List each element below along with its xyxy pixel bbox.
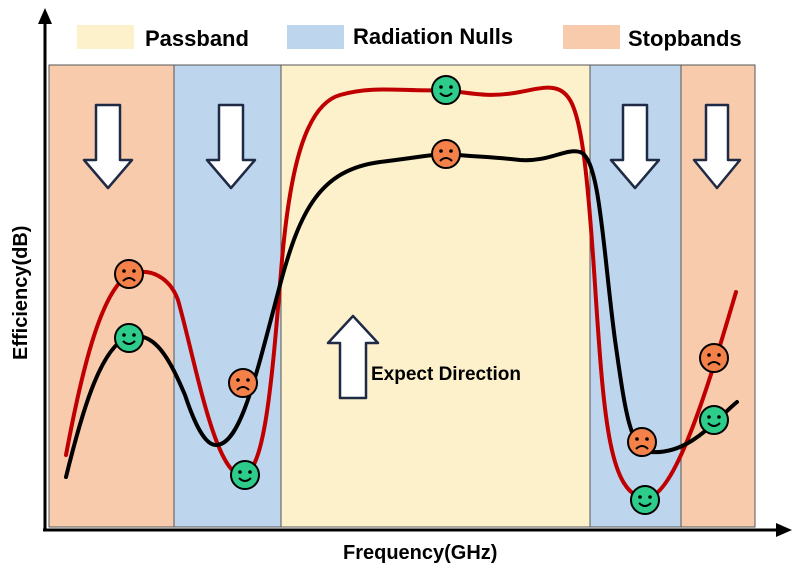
happy-face-icon xyxy=(114,323,144,353)
down-arrow-icon xyxy=(692,103,742,190)
passband-region xyxy=(280,64,591,528)
happy-face-icon xyxy=(230,460,260,490)
legend-label-passband: Passband xyxy=(145,26,249,51)
legend-swatch-stopbands xyxy=(563,25,620,49)
expect-direction-label: Expect Direction xyxy=(371,364,521,385)
black-efficiency-curve xyxy=(64,149,739,479)
sad-face-icon xyxy=(228,368,258,398)
x-axis-arrowhead xyxy=(776,523,792,537)
sad-face-icon xyxy=(431,139,461,169)
down-arrow-icon xyxy=(205,103,257,190)
happy-face-icon xyxy=(431,75,461,105)
happy-face-icon xyxy=(699,405,729,435)
sad-face-icon xyxy=(627,427,657,457)
up-arrow-icon xyxy=(326,314,380,400)
down-arrows xyxy=(82,103,742,190)
y-axis-label: Efficiency(dB) xyxy=(10,226,32,360)
down-arrow-icon xyxy=(609,103,661,190)
happy-face-icon xyxy=(630,485,660,515)
legend-label-nulls: Radiation Nulls xyxy=(353,24,513,49)
sad-face-icon xyxy=(114,259,144,289)
x-axis-label: Frequency(GHz) xyxy=(343,542,497,564)
legend-swatch-nulls xyxy=(287,25,344,49)
face-markers xyxy=(114,75,729,515)
legend: Passband Radiation Nulls Stopbands xyxy=(77,24,742,51)
axes xyxy=(38,8,792,537)
legend-label-stopbands: Stopbands xyxy=(628,26,742,51)
sad-face-icon xyxy=(699,343,729,373)
y-axis-arrowhead xyxy=(38,8,52,24)
red-efficiency-curve xyxy=(64,85,738,501)
down-arrow-icon xyxy=(82,103,134,190)
legend-swatch-passband xyxy=(77,25,134,49)
bands xyxy=(48,64,756,528)
